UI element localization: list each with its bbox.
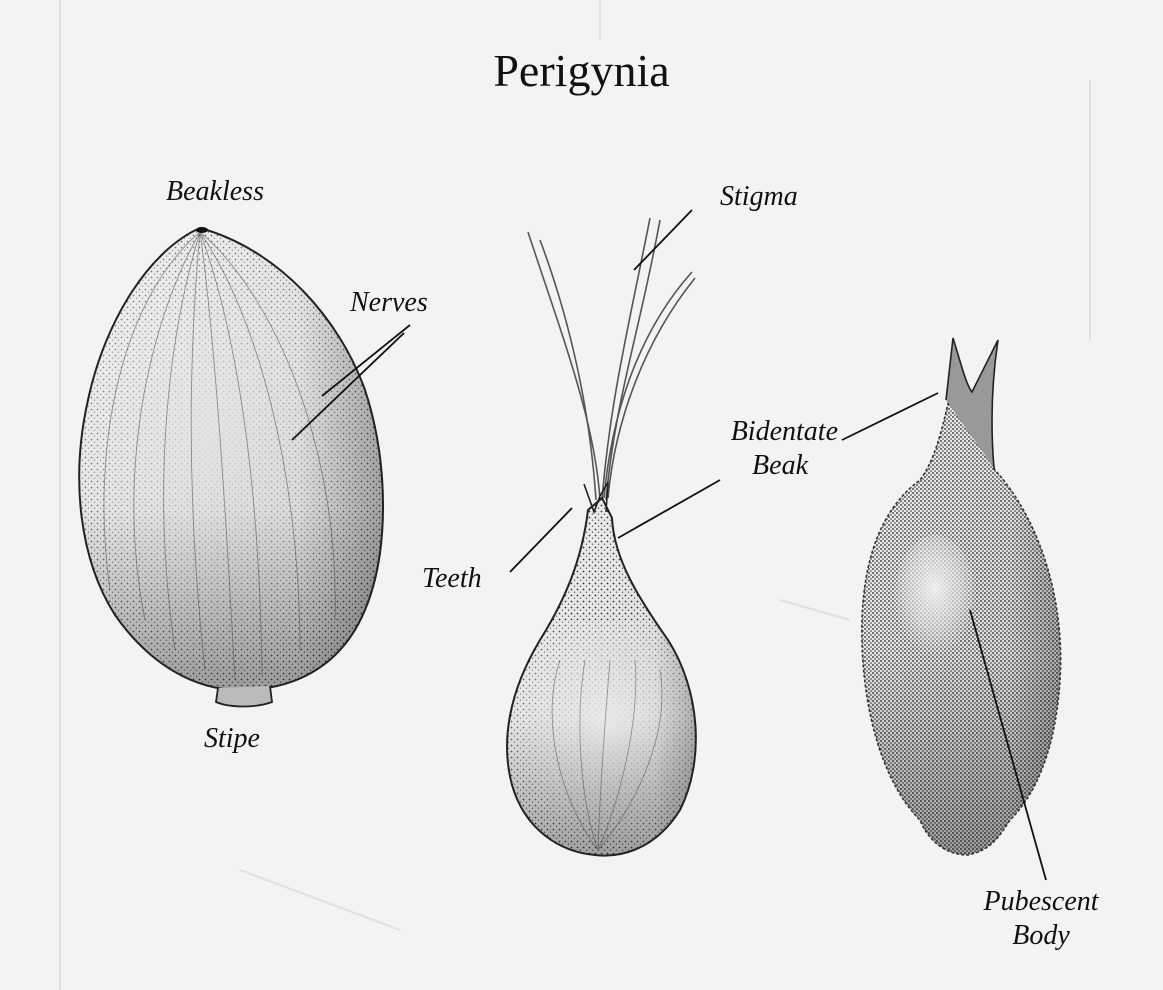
beakless-perigynium-drawing	[60, 220, 400, 707]
stigma-perigynium-drawing	[500, 218, 720, 870]
diagram-title: Perigynia	[0, 44, 1163, 97]
label-bidentate-line2: Beak	[690, 449, 838, 483]
beak-leader	[618, 480, 720, 538]
label-bidentate-line1: Bidentate	[690, 415, 838, 449]
label-pubescent-line2: Body	[966, 919, 1116, 953]
label-beakless: Beakless	[166, 175, 264, 209]
teeth-leader	[510, 508, 572, 572]
label-teeth: Teeth	[422, 562, 482, 596]
label-pubescent-line1: Pubescent	[966, 885, 1116, 919]
stigma-branches	[528, 218, 695, 500]
label-nerves: Nerves	[350, 286, 428, 320]
label-stipe: Stipe	[204, 722, 260, 756]
pubescent-perigynium-drawing	[850, 330, 1080, 870]
stigma-leader	[634, 210, 692, 270]
label-pubescent-body: Pubescent Body	[966, 885, 1116, 953]
label-bidentate-beak: Bidentate Beak	[690, 415, 838, 483]
bidentate-leader	[842, 393, 938, 440]
label-stigma: Stigma	[720, 180, 798, 214]
